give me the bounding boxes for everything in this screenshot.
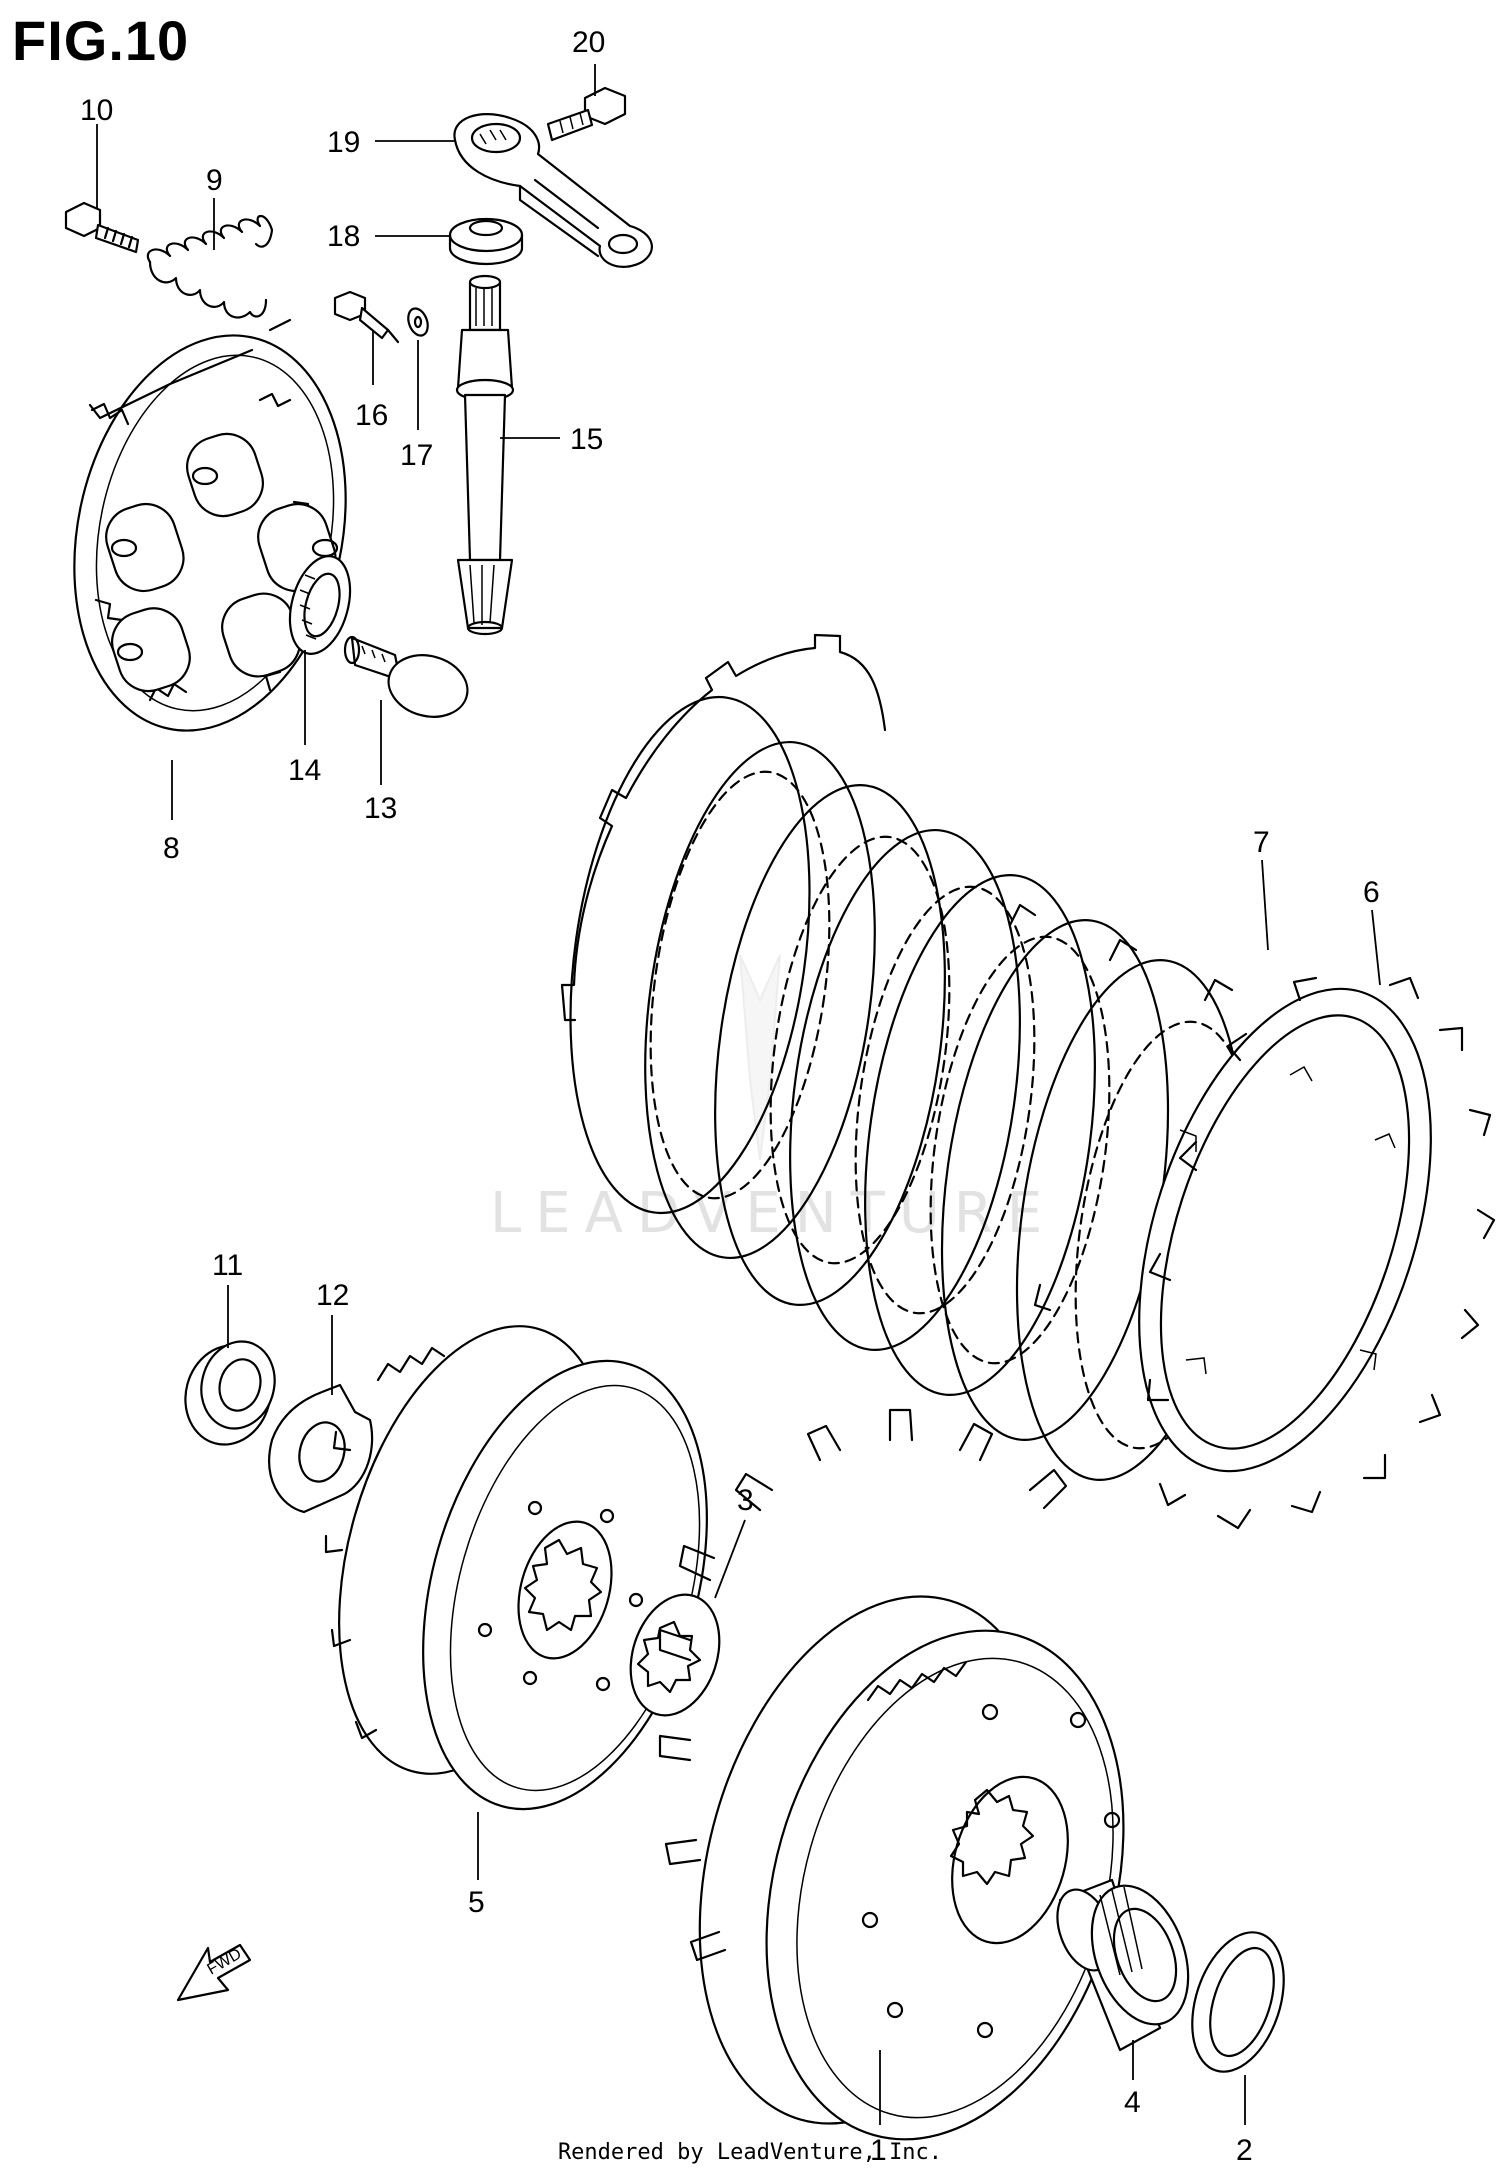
callout-13: 13 — [364, 792, 397, 825]
watermark-logo — [739, 954, 781, 1161]
callout-9: 9 — [206, 164, 223, 197]
callout-18: 18 — [327, 220, 360, 253]
callout-16: 16 — [355, 399, 388, 432]
part-1-clutch-housing — [658, 1408, 1125, 2141]
part-17-washer — [407, 307, 429, 337]
callout-11: 11 — [212, 1249, 243, 1282]
callout-1: 1 — [870, 2134, 887, 2167]
part-10-bolt — [64, 201, 140, 254]
part-9-spring — [146, 214, 292, 332]
callout-6: 6 — [1363, 876, 1380, 909]
leader-lines — [96, 64, 1381, 2125]
part-11-nut — [184, 1340, 276, 1446]
part-16-screw — [333, 290, 400, 344]
part-2-thrust-washer — [1191, 1931, 1285, 2073]
callout-14: 14 — [288, 754, 321, 787]
render-credit: Rendered by LeadVenture, Inc. — [557, 2140, 943, 2165]
part-8-pressure-plate — [73, 334, 352, 732]
callout-3: 3 — [737, 1484, 754, 1517]
callout-4: 4 — [1124, 2086, 1141, 2119]
watermark-text: LEADVENTURE — [490, 1181, 1056, 1246]
part-6-drive-plate — [1138, 976, 1496, 1530]
callout-labels: 10 9 20 19 18 16 17 15 14 13 8 7 6 11 12… — [80, 26, 1380, 2167]
callout-2: 2 — [1236, 2134, 1253, 2167]
callout-8: 8 — [163, 832, 180, 865]
callout-17: 17 — [400, 439, 433, 472]
part-4-needle-bearing — [1056, 1878, 1190, 2052]
callout-20: 20 — [572, 26, 605, 59]
figure-title: FIG.10 — [12, 9, 190, 72]
part-18-oil-seal — [448, 217, 524, 266]
callout-19: 19 — [327, 126, 360, 159]
part-13-clutch-pusher — [343, 635, 469, 718]
callout-12: 12 — [316, 1279, 349, 1312]
part-12-lock-washer — [268, 1383, 374, 1514]
part-19-release-lever — [453, 113, 653, 268]
callout-7: 7 — [1253, 826, 1270, 859]
callout-5: 5 — [468, 1886, 485, 1919]
part-15-release-shaft — [455, 274, 515, 636]
part-20-bolt — [546, 86, 627, 142]
fwd-direction-arrow: FWD — [176, 1943, 252, 2002]
callout-15: 15 — [570, 423, 603, 456]
callout-10: 10 — [80, 94, 113, 127]
